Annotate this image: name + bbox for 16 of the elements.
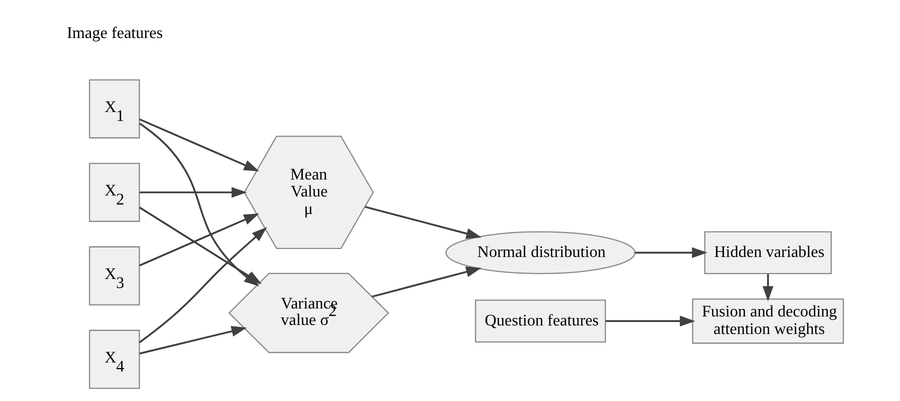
arrow (364, 206, 482, 239)
arrow (139, 187, 246, 198)
arrow (762, 274, 773, 302)
arrow (138, 118, 259, 172)
node-box: Hidden variables (704, 231, 832, 274)
arrow (371, 266, 481, 298)
arrow (138, 227, 267, 344)
arrow (605, 316, 695, 326)
node-box: Fusion and decoding attention weights (692, 298, 844, 344)
node-ellipse: Normal distribution (444, 231, 636, 274)
arrow (138, 326, 246, 354)
node-box: Question features (474, 300, 606, 343)
arrow (138, 213, 259, 266)
label: Image features (66, 24, 162, 42)
arrow (634, 247, 707, 258)
arrow (138, 206, 262, 284)
